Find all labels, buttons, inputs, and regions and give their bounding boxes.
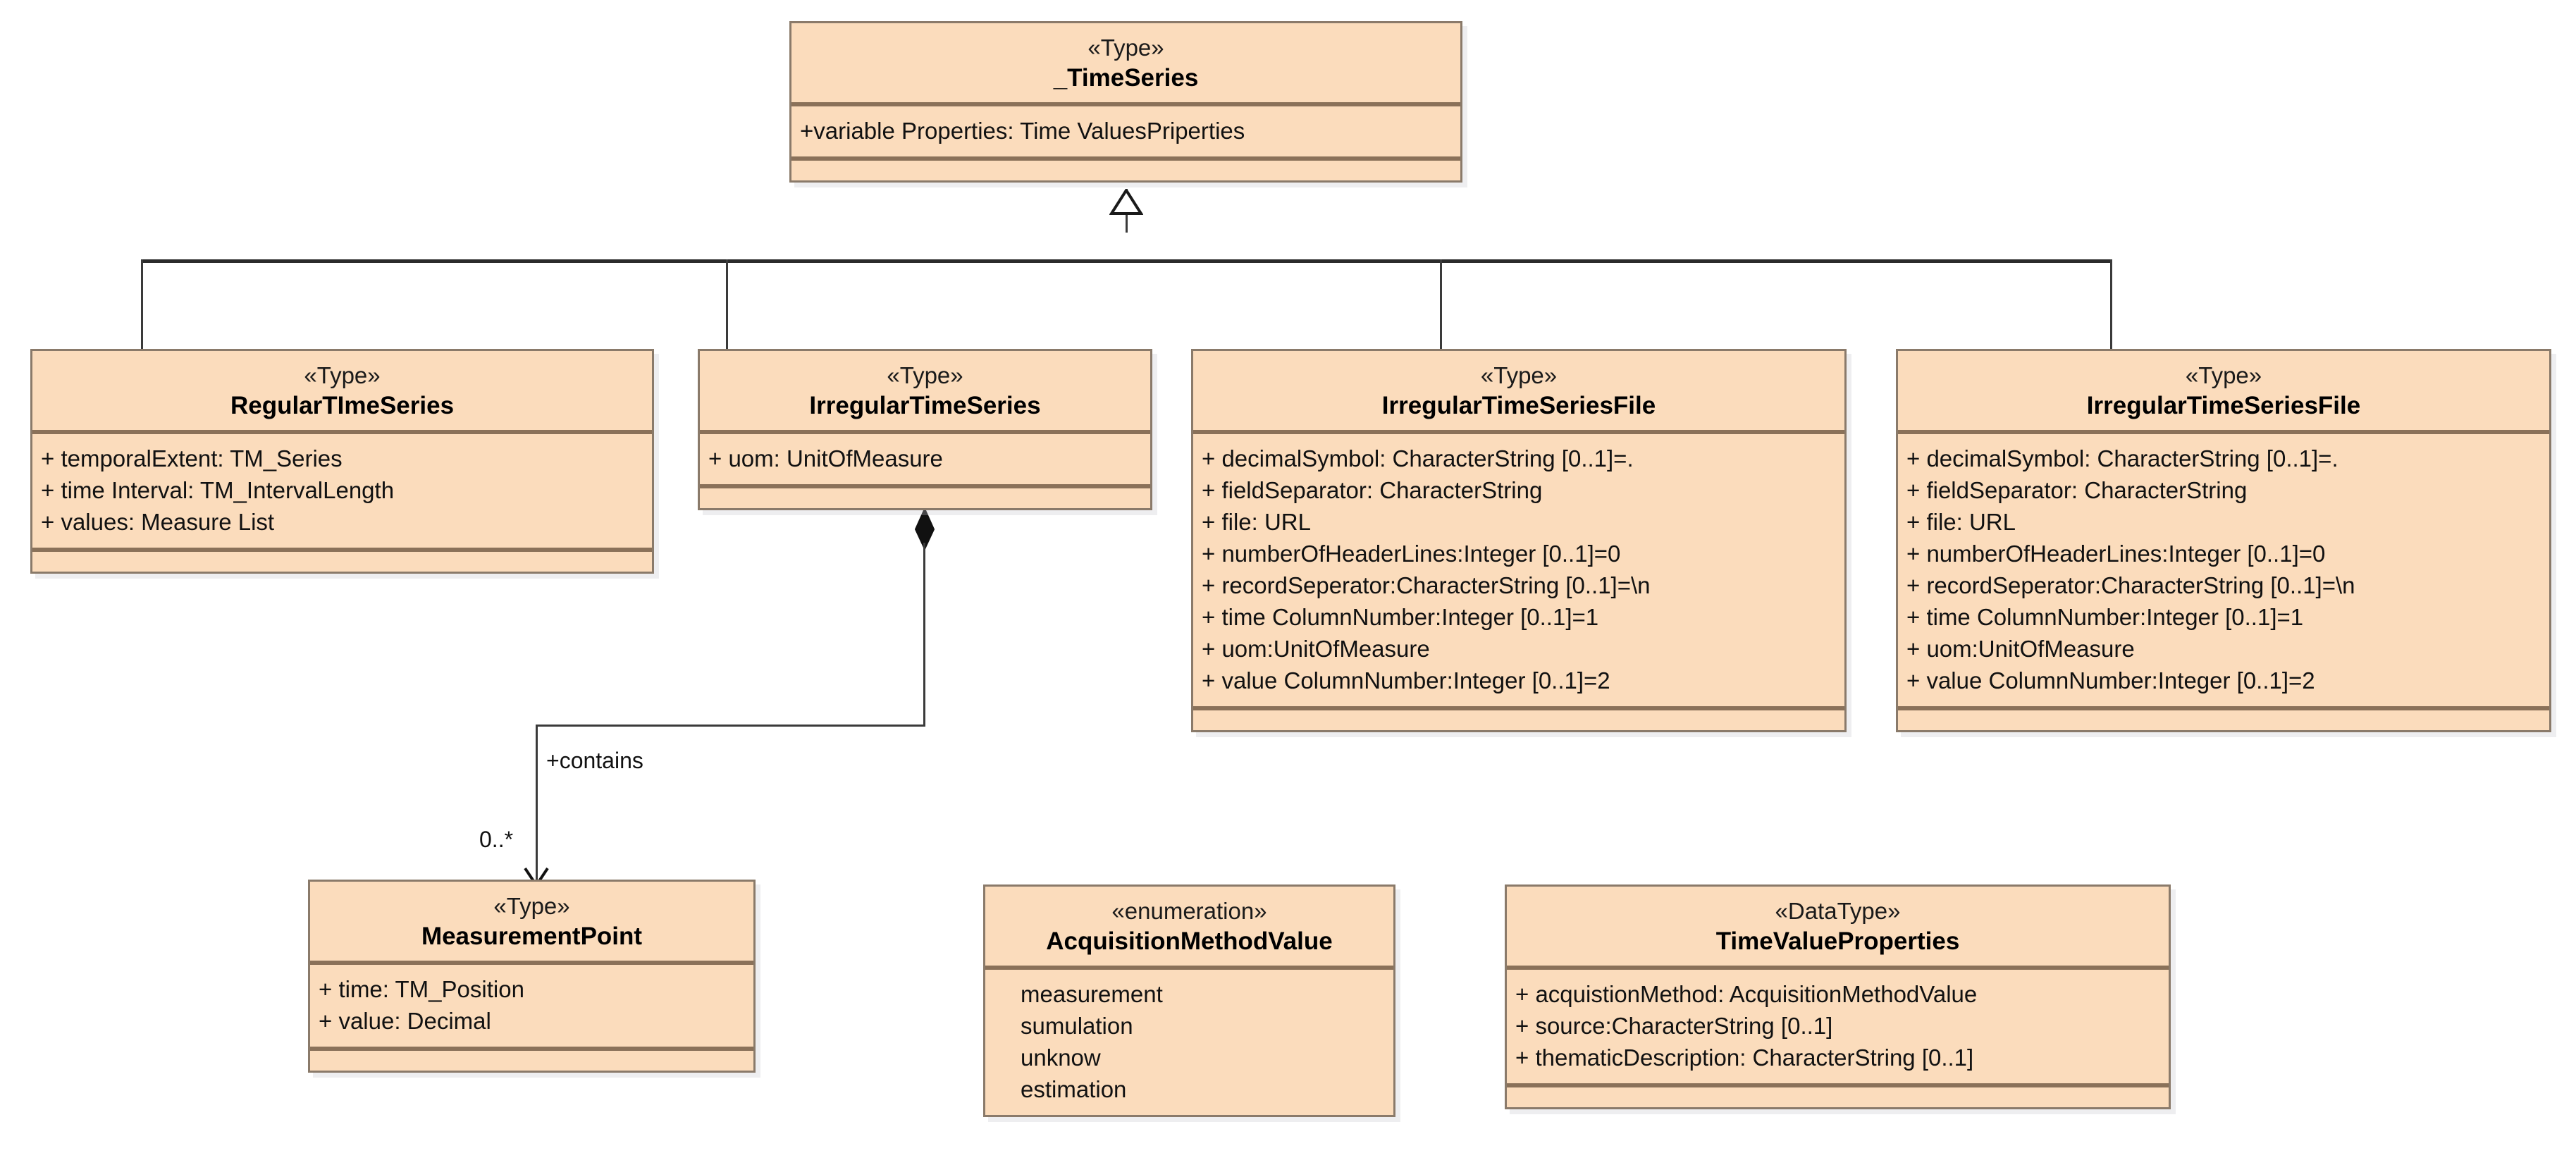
class-stereotype: «Type» bbox=[887, 362, 963, 388]
class-box-time-value-properties[interactable]: «DataType» TimeValueProperties + acquist… bbox=[1505, 884, 2171, 1109]
class-attribute: + recordSeperator:CharacterString [0..1]… bbox=[1202, 572, 1651, 598]
generalization-drop-file-1 bbox=[1440, 259, 1442, 350]
class-operations bbox=[700, 484, 1150, 508]
class-attribute: + decimalSymbol: CharacterString [0..1]=… bbox=[1202, 445, 1634, 471]
class-attribute: + source:CharacterString [0..1] bbox=[1515, 1013, 1833, 1039]
class-attribute: + time: TM_Position bbox=[319, 976, 524, 1002]
generalization-bus bbox=[141, 259, 2112, 263]
class-name: RegularTImeSeries bbox=[230, 392, 455, 419]
enum-literal: estimation bbox=[1021, 1076, 1127, 1102]
class-stereotype: «Type» bbox=[2185, 362, 2262, 388]
class-name: MeasurementPoint bbox=[421, 923, 643, 950]
class-attribute: + file: URL bbox=[1906, 509, 2016, 535]
class-name: IrregularTimeSeriesFile bbox=[1381, 392, 1656, 419]
class-header: «Type» MeasurementPoint bbox=[310, 882, 753, 965]
class-attributes: + temporalExtent: TM_Series + time Inter… bbox=[32, 434, 652, 548]
class-attribute: + thematicDescription: CharacterString [… bbox=[1515, 1044, 1974, 1071]
class-attribute: + time ColumnNumber:Integer [0..1]=1 bbox=[1906, 604, 2304, 630]
class-attribute: + numberOfHeaderLines:Integer [0..1]=0 bbox=[1906, 541, 2326, 567]
enum-literal: measurement bbox=[1021, 981, 1163, 1007]
class-attribute: + uom: UnitOfMeasure bbox=[708, 445, 943, 471]
class-attributes: + time: TM_Position + value: Decimal bbox=[310, 965, 753, 1047]
class-attributes: + uom: UnitOfMeasure bbox=[700, 434, 1150, 484]
generalization-drop-regular bbox=[141, 259, 143, 350]
class-attribute: + value ColumnNumber:Integer [0..1]=2 bbox=[1202, 667, 1610, 694]
class-operations bbox=[791, 156, 1460, 180]
class-header: «Type» IrregularTimeSeriesFile bbox=[1193, 351, 1844, 434]
class-attribute: + value ColumnNumber:Integer [0..1]=2 bbox=[1906, 667, 2315, 694]
class-header: «Type» IrregularTimeSeriesFile bbox=[1898, 351, 2549, 434]
class-header: «Type» IrregularTimeSeries bbox=[700, 351, 1150, 434]
class-box-regular-time-series[interactable]: «Type» RegularTImeSeries + temporalExten… bbox=[30, 349, 654, 574]
composition-role-label: +contains bbox=[546, 748, 643, 773]
composition-multiplicity-label: 0..* bbox=[479, 827, 514, 852]
class-attribute: + temporalExtent: TM_Series bbox=[41, 445, 343, 471]
class-box-irregular-time-series-file-1[interactable]: «Type» IrregularTimeSeriesFile + decimal… bbox=[1191, 349, 1847, 732]
class-operations bbox=[1507, 1083, 2169, 1107]
class-stereotype: «enumeration» bbox=[1111, 898, 1267, 924]
composition-segment-down bbox=[536, 725, 538, 884]
class-attribute: + file: URL bbox=[1202, 509, 1311, 535]
class-attribute: + uom:UnitOfMeasure bbox=[1906, 636, 2135, 662]
class-header: «Type» _TimeSeries bbox=[791, 23, 1460, 106]
class-attributes: +variable Properties: Time ValuesPripert… bbox=[791, 106, 1460, 156]
class-name: IrregularTimeSeriesFile bbox=[2086, 392, 2361, 419]
generalization-triangle bbox=[1109, 189, 1143, 215]
enum-literal: unknow bbox=[1021, 1044, 1101, 1071]
class-stereotype: «Type» bbox=[1480, 362, 1558, 388]
class-stereotype: «Type» bbox=[304, 362, 381, 388]
class-attributes: + acquistionMethod: AcquisitionMethodVal… bbox=[1507, 970, 2169, 1083]
class-attribute: + recordSeperator:CharacterString [0..1]… bbox=[1906, 572, 2355, 598]
class-name: _TimeSeries bbox=[1053, 64, 1199, 92]
class-attribute: + value: Decimal bbox=[319, 1008, 491, 1034]
class-box-measurement-point[interactable]: «Type» MeasurementPoint + time: TM_Posit… bbox=[308, 880, 756, 1073]
class-attribute: + numberOfHeaderLines:Integer [0..1]=0 bbox=[1202, 541, 1621, 567]
class-stereotype: «DataType» bbox=[1775, 898, 1901, 924]
class-attribute: + acquistionMethod: AcquisitionMethodVal… bbox=[1515, 981, 1978, 1007]
generalization-drop-file-2 bbox=[2110, 259, 2112, 350]
composition-segment-vertical bbox=[923, 543, 925, 726]
class-operations bbox=[32, 548, 652, 572]
enum-literal: sumulation bbox=[1021, 1013, 1133, 1039]
class-stereotype: «Type» bbox=[1087, 35, 1164, 61]
class-attributes: + decimalSymbol: CharacterString [0..1]=… bbox=[1898, 434, 2549, 706]
class-attribute: +variable Properties: Time ValuesPripert… bbox=[800, 118, 1245, 144]
class-attribute: + fieldSeparator: CharacterString bbox=[1202, 477, 1543, 503]
class-attribute: + time ColumnNumber:Integer [0..1]=1 bbox=[1202, 604, 1599, 630]
generalization-drop-irregular bbox=[726, 259, 728, 350]
class-box-time-series[interactable]: «Type» _TimeSeries +variable Properties:… bbox=[789, 21, 1462, 183]
class-name: AcquisitionMethodValue bbox=[1046, 927, 1333, 955]
class-box-irregular-time-series[interactable]: «Type» IrregularTimeSeries + uom: UnitOf… bbox=[698, 349, 1152, 510]
class-attributes: + decimalSymbol: CharacterString [0..1]=… bbox=[1193, 434, 1844, 706]
class-name: TimeValueProperties bbox=[1715, 927, 1960, 955]
class-box-irregular-time-series-file-2[interactable]: «Type» IrregularTimeSeriesFile + decimal… bbox=[1896, 349, 2551, 732]
class-attribute: + values: Measure List bbox=[41, 509, 275, 535]
class-operations bbox=[1193, 706, 1844, 730]
class-operations bbox=[1898, 706, 2549, 730]
class-stereotype: «Type» bbox=[493, 893, 570, 919]
class-operations bbox=[310, 1047, 753, 1071]
class-attributes: measurement sumulation unknow estimation bbox=[985, 970, 1393, 1115]
class-attribute: + fieldSeparator: CharacterString bbox=[1906, 477, 2248, 503]
class-attribute: + decimalSymbol: CharacterString [0..1]=… bbox=[1906, 445, 2338, 471]
composition-segment-horizontal bbox=[536, 725, 925, 727]
class-box-acquisition-method-value[interactable]: «enumeration» AcquisitionMethodValue mea… bbox=[983, 884, 1395, 1117]
class-name: IrregularTimeSeries bbox=[809, 392, 1041, 419]
class-attribute: + time Interval: TM_IntervalLength bbox=[41, 477, 395, 503]
class-header: «enumeration» AcquisitionMethodValue bbox=[985, 887, 1393, 970]
class-attribute: + uom:UnitOfMeasure bbox=[1202, 636, 1430, 662]
class-header: «DataType» TimeValueProperties bbox=[1507, 887, 2169, 970]
class-header: «Type» RegularTImeSeries bbox=[32, 351, 652, 434]
